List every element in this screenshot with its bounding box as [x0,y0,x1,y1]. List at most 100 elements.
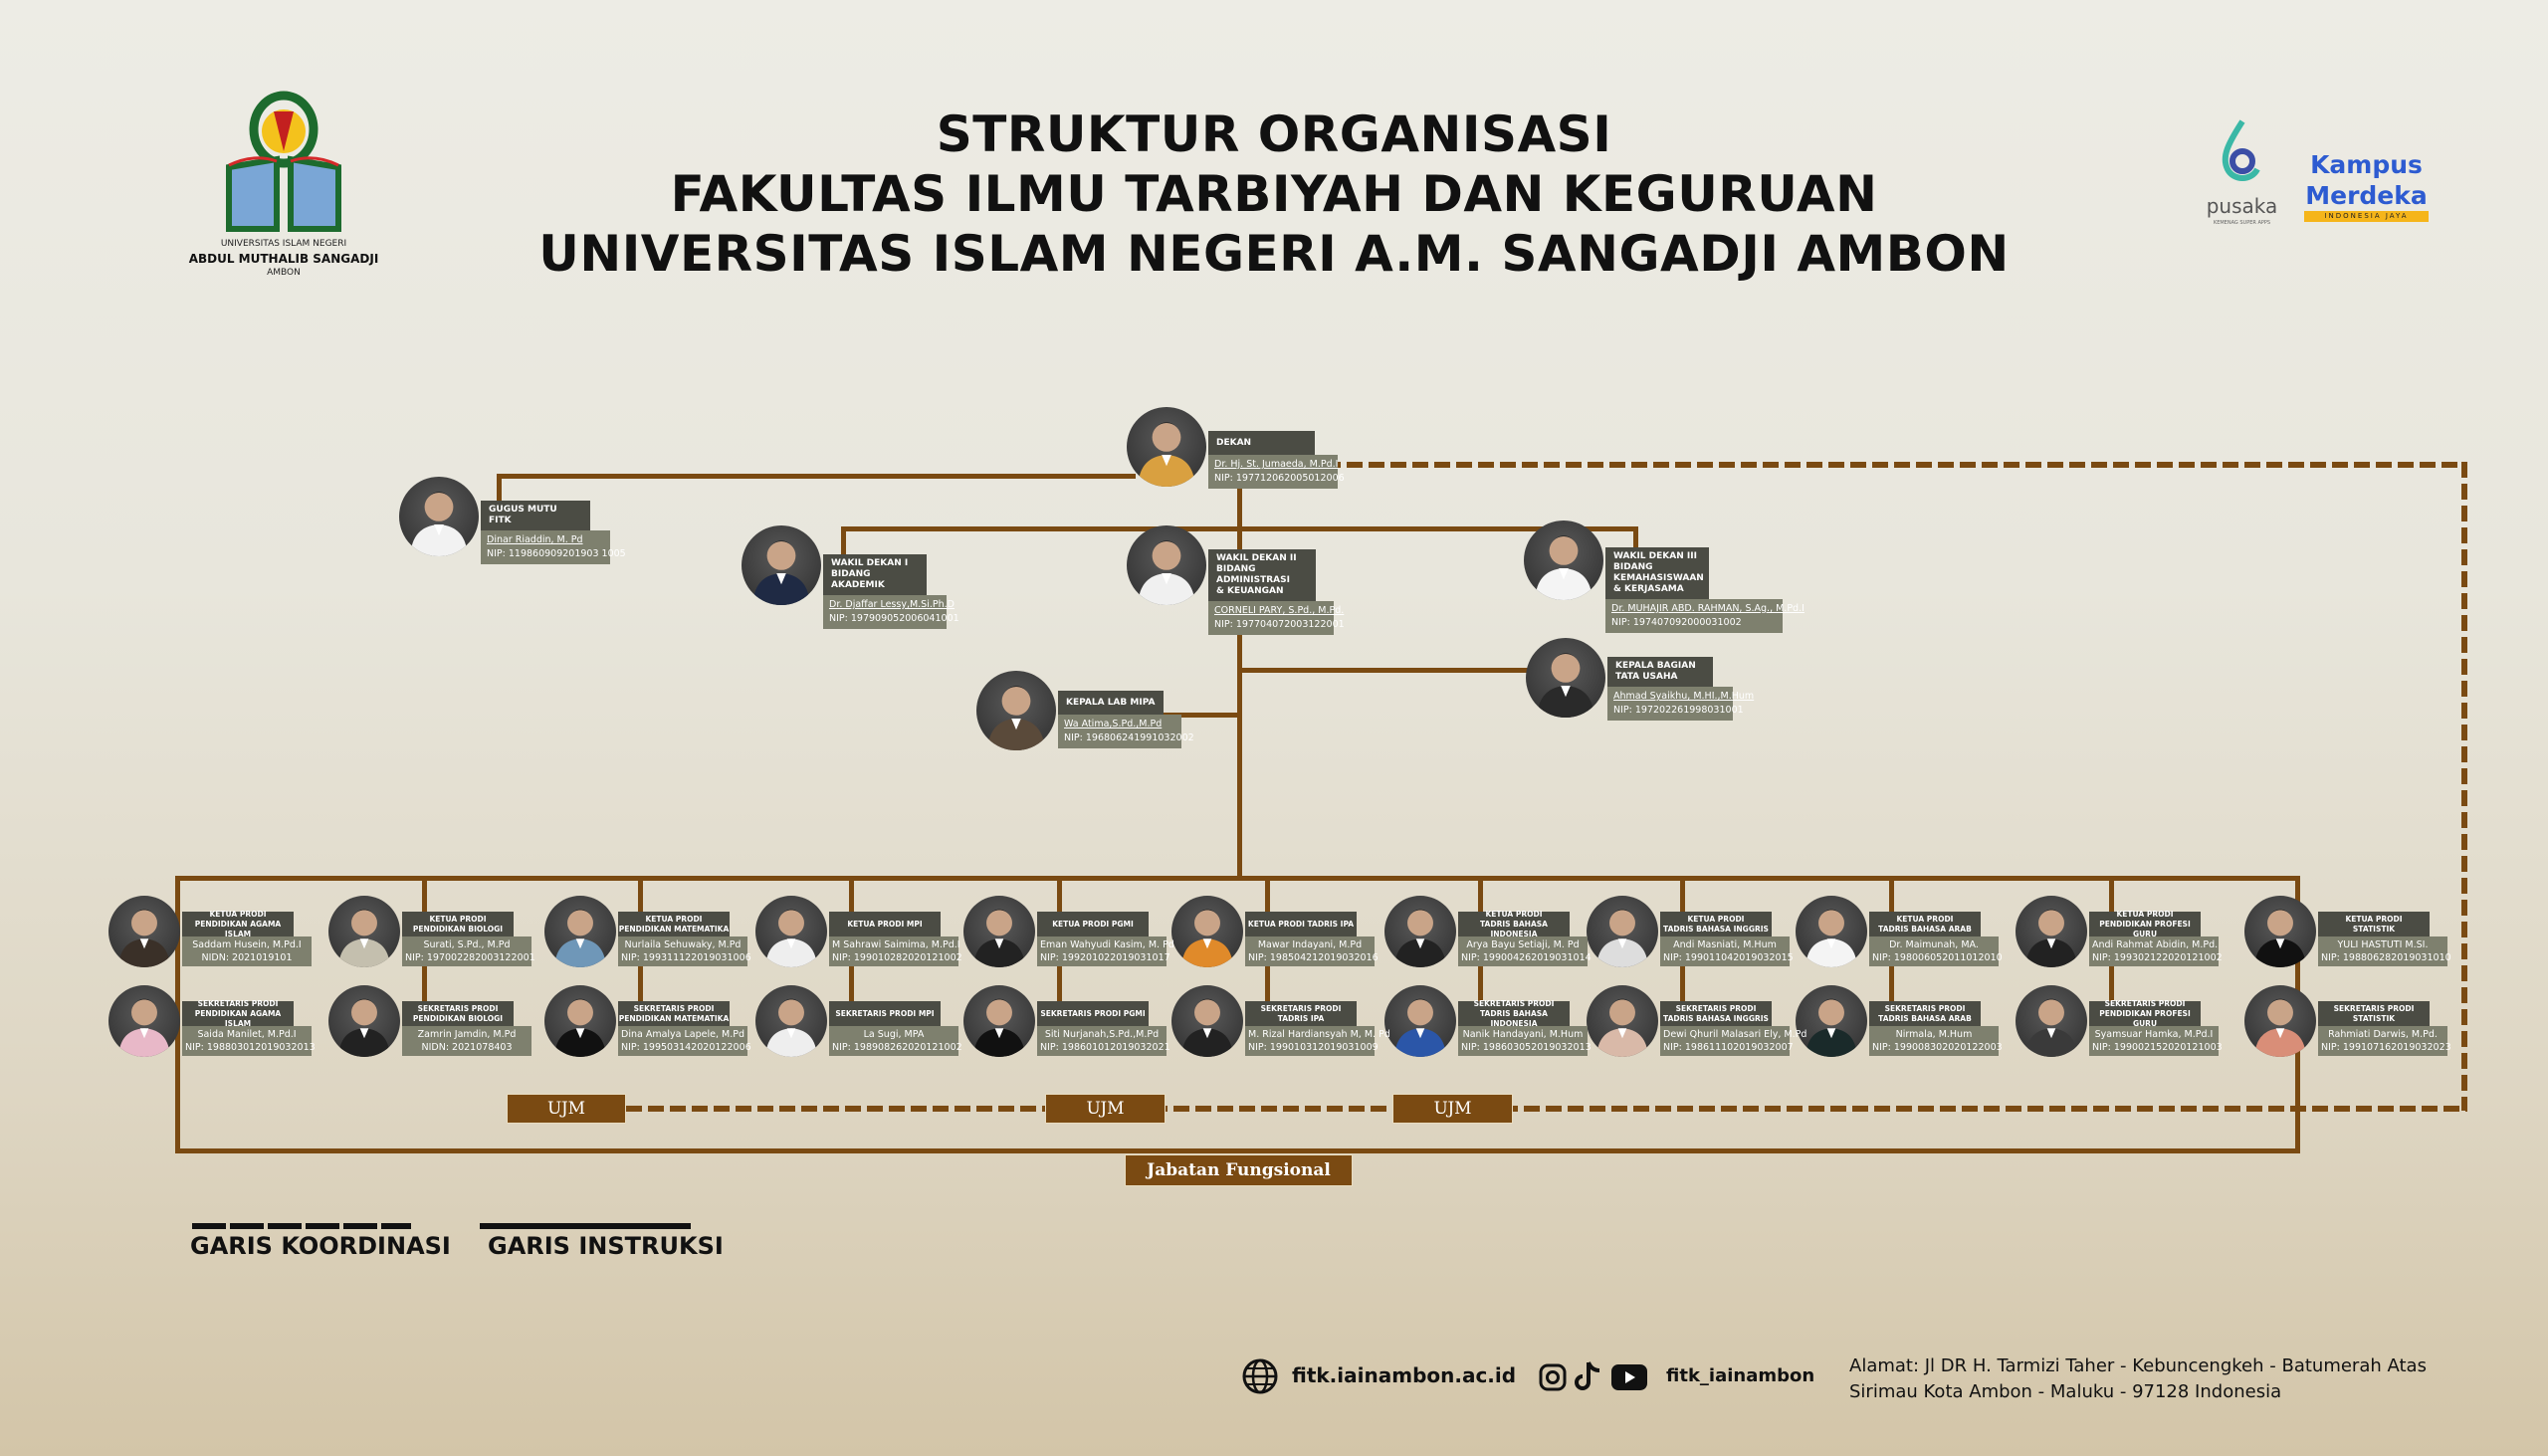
person-icon [1394,998,1446,1057]
dekan-photo [1127,407,1206,487]
prodi-9-sekretaris-card: SEKRETARIS PRODI TADRIS BAHASA ARAB Nirm… [1869,1001,2003,1056]
prodi-11-sekretaris-title: SEKRETARIS PRODI STATISTIK [2318,1001,2430,1026]
person-icon [987,686,1045,750]
kepala-bagian-tu-photo [1526,638,1605,718]
social-handle[interactable]: fitk_iainambon [1666,1365,1815,1386]
instagram-icon[interactable] [1538,1362,1568,1392]
prodi-7-sekretaris-photo [1384,985,1456,1057]
prodi-9-sekretaris-photo [1796,985,1867,1057]
ujm-box-2: UJM [1045,1094,1166,1124]
prodi-3-ketua-title: KETUA PRODI PENDIDIKAN MATEMATIKA [618,912,730,936]
prodi-6-sekretaris-title: SEKRETARIS PRODI TADRIS IPA [1245,1001,1357,1026]
wakil-dekan-1-title: WAKIL DEKAN I BIDANG AKADEMIK [823,554,927,595]
prodi-4-ketua-title: KETUA PRODI MPI [829,912,941,936]
prodi-10-ketua-card: KETUA PRODI PENDIDIKAN PROFESI GURU Andi… [2089,910,2223,966]
address-line-1: Alamat: Jl DR H. Tarmizi Taher - Kebunce… [1849,1355,2427,1376]
prodi-1-ketua-name: Saddam Husein, M.Pd.I [192,939,302,950]
prodi-11-ketua-card: KETUA PRODI STATISTIK YULI HASTUTI M.SI.… [2318,912,2451,966]
prodi-6-sekretaris-nip: NIP: 199010312019031009 [1248,1042,1379,1053]
legend-solid-line [480,1223,691,1229]
wakil-dekan-1-photo [742,525,821,605]
prodi-5-sekretaris-name: Siti Nurjanah,S.Pd.,M.Pd [1044,1029,1160,1040]
prodi-2-sekretaris-title: SEKRETARIS PRODI PENDIDIKAN BIOLOGI [402,1001,514,1026]
prodi-9-ketua-card: KETUA PRODI TADRIS BAHASA ARAB Dr. Maimu… [1869,912,2003,966]
wakil-dekan-2-nip: NIP: 197704072003122001 [1214,619,1345,630]
prodi-3-sekretaris-title: SEKRETARIS PRODI PENDIDIKAN MATEMATIKA [618,1001,730,1026]
prodi-9-ketua-nip: NIP: 198006052011012010 [1872,952,2003,963]
prodi-7-sekretaris-name: Nanik Handayani, M.Hum [1462,1029,1584,1040]
prodi-3-sekretaris-nip: NIP: 199503142020122006 [621,1042,751,1053]
tiktok-icon[interactable] [1575,1360,1602,1392]
line-kabag [1239,668,1538,673]
person-icon [1596,998,1648,1057]
person-icon [1394,909,1446,967]
prodi-5-ketua-title: KETUA PRODI PGMI [1037,912,1149,936]
website-link[interactable]: fitk.iainambon.ac.id [1292,1363,1517,1387]
kampus-merdeka-logo: Kampus Merdeka INDONESIA JAYA [2304,149,2429,222]
wakil-dekan-2-name: CORNELI PARY, S.Pd., M.Pd. [1214,605,1345,616]
prodi-9-sekretaris-nip: NIP: 199008302020122003 [1872,1042,2003,1053]
prodi-1-ketua-card: KETUA PRODI PENDIDIKAN AGAMA ISLAM Sadda… [182,910,312,966]
person-icon [973,909,1025,967]
prodi-4-ketua-name: M Sahrawi Saimima, M.Pd.I [832,939,960,950]
prodi-11-sekretaris-nip: NIP: 199107162019032023 [2321,1042,2451,1053]
prodi-9-ketua-name: Dr. Maimunah, MA. [1889,939,1979,950]
prodi-3-ketua-photo [544,896,616,967]
title-line-2: FAKULTAS ILMU TARBIYAH DAN KEGURUAN [670,165,1878,223]
globe-icon [1242,1358,1278,1394]
wakil-dekan-3-nip: NIP: 197407092000031002 [1611,617,1742,628]
person-icon [2254,998,2306,1057]
line-prodi [175,876,2300,881]
prodi-10-sekretaris-photo [2016,985,2087,1057]
pusaka-name: pusaka [2206,194,2278,218]
prodi-10-ketua-nip: NIP: 199302122020121002 [2092,952,2223,963]
prodi-3-ketua-name: Nurlaila Sehuwaky, M.Pd [624,939,742,950]
prodi-5-ketua-nip: NIP: 199201022019031017 [1040,952,1170,963]
prodi-5-sekretaris-title: SEKRETARIS PRODI PGMI [1037,1001,1149,1026]
prodi-8-sekretaris-nip: NIP: 198611102019032007 [1663,1042,1794,1053]
uin-logo: UNIVERSITAS ISLAM NEGERI ABDUL MUTHALIB … [184,90,383,279]
uin-emblem-icon [226,91,341,232]
person-icon [118,909,170,967]
prodi-1-sekretaris-photo [108,985,180,1057]
ujm-box-3: UJM [1392,1094,1513,1124]
wakil-dekan-3-title: WAKIL DEKAN III BIDANG KEMAHASISWAAN & K… [1605,547,1709,599]
kepala-bagian-tu-title: KEPALA BAGIAN TATA USAHA [1607,657,1713,687]
prodi-2-sekretaris-nip: NIDN: 2021078403 [421,1042,513,1053]
kepala-bagian-tu-name: Ahmad Syaikhu, M.HI.,M.Hum [1613,691,1755,702]
logo-line-3: AMBON [267,268,301,278]
wakil-dekan-3-card: WAKIL DEKAN III BIDANG KEMAHASISWAAN & K… [1605,547,1805,633]
prodi-1-ketua-title: KETUA PRODI PENDIDIKAN AGAMA ISLAM [182,910,294,938]
prodi-7-sekretaris-title: SEKRETARIS PRODI TADRIS BAHASA INDONESIA [1458,999,1570,1028]
address-line-2: Sirimau Kota Ambon - Maluku - 97128 Indo… [1849,1381,2282,1402]
youtube-icon[interactable] [1610,1363,1648,1391]
person-icon [1805,909,1857,967]
coordination-line-right [2461,462,2467,1111]
line-lab [1135,713,1239,718]
kampus-line-1: Kampus [2310,150,2423,179]
prodi-2-ketua-title: KETUA PRODI PENDIDIKAN BIOLOGI [402,912,514,936]
prodi-8-ketua-nip: NIP: 199011042019032015 [1663,952,1794,963]
person-icon [2025,909,2077,967]
person-icon [1537,653,1594,718]
prodi-1-ketua-nip: NIDN: 2021019101 [201,952,293,963]
coordination-line-top [1325,462,2467,468]
prodi-6-ketua-title: KETUA PRODI TADRIS IPA [1245,912,1357,936]
prodi-10-sekretaris-nip: NIP: 199002152020121003 [2092,1042,2223,1053]
prodi-11-ketua-title: KETUA PRODI STATISTIK [2318,912,2430,936]
prodi-3-sekretaris-name: Dina Amalya Lapele, M.Pd [621,1029,744,1040]
legend-dashed-line [192,1223,411,1229]
prodi-3-sekretaris-photo [544,985,616,1057]
prodi-2-ketua-name: Surati, S.Pd., M.Pd [423,939,511,950]
person-icon [1181,998,1233,1057]
kepala-lab-mipa-name: Wa Atima,S.Pd.,M.Pd [1064,719,1163,729]
gugus-photo [399,477,479,556]
prodi-10-sekretaris-card: SEKRETARIS PRODI PENDIDIKAN PROFESI GURU… [2089,999,2223,1056]
dekan-nip: NIP: 197712062005012006 [1214,473,1345,484]
prodi-11-ketua-photo [2244,896,2316,967]
prodi-3-ketua-card: KETUA PRODI PENDIDIKAN MATEMATIKA Nurlai… [618,912,751,966]
prodi-2-sekretaris-name: Zamrin Jamdin, M.Pd [417,1029,517,1040]
prodi-1-ketua-photo [108,896,180,967]
